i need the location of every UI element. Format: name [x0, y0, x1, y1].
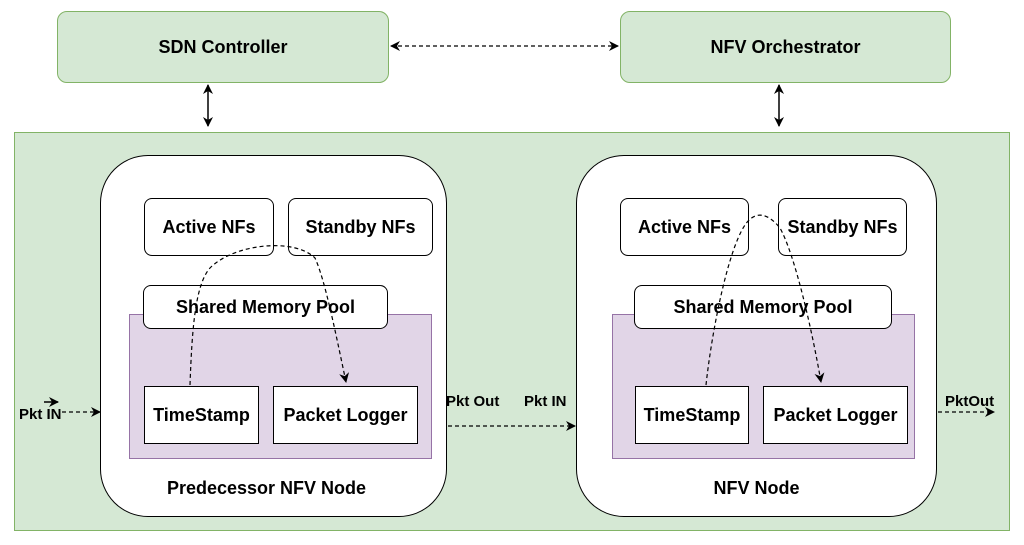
pkt-out-middle-label: Pkt Out	[446, 393, 500, 410]
predecessor-active-nfs-box[interactable]: Active NFs	[144, 198, 274, 256]
pkt-in-left-label: Pkt IN	[19, 406, 62, 423]
nfv-standby-nfs-label: Standby NFs	[787, 216, 898, 237]
nfv-timestamp-label: TimeStamp	[643, 404, 741, 425]
nfv-packet-logger-box[interactable]: Packet Logger	[763, 386, 908, 444]
pkt-out-right-label: PktOut	[945, 393, 995, 410]
nfv-timestamp-box[interactable]: TimeStamp	[635, 386, 749, 444]
predecessor-packet-logger-label: Packet Logger	[283, 404, 408, 425]
nfv-shared-memory-pool-label: Shared Memory Pool	[673, 296, 853, 317]
nfv-active-nfs-label: Active NFs	[637, 216, 732, 237]
sdn-controller-box[interactable]: SDN Controller	[57, 11, 389, 83]
predecessor-timestamp-label: TimeStamp	[153, 404, 250, 425]
nfv-shared-memory-pool[interactable]: Shared Memory Pool	[634, 285, 892, 329]
predecessor-standby-nfs-label: Standby NFs	[305, 216, 416, 237]
nfv-node-title: NFV Node	[713, 478, 800, 498]
predecessor-standby-nfs-box[interactable]: Standby NFs	[288, 198, 433, 256]
nfv-orchestrator-box[interactable]: NFV Orchestrator	[620, 11, 951, 83]
nfv-packet-logger-label: Packet Logger	[773, 404, 898, 425]
pkt-in-middle-label: Pkt IN	[524, 393, 567, 410]
predecessor-active-nfs-label: Active NFs	[162, 216, 256, 237]
predecessor-shared-memory-pool[interactable]: Shared Memory Pool	[143, 285, 388, 329]
predecessor-node-title: Predecessor NFV Node	[166, 478, 367, 498]
predecessor-timestamp-box[interactable]: TimeStamp	[144, 386, 259, 444]
nfv-standby-nfs-box[interactable]: Standby NFs	[778, 198, 907, 256]
predecessor-shared-memory-pool-label: Shared Memory Pool	[175, 296, 356, 317]
nfv-orchestrator-label: NFV Orchestrator	[710, 36, 861, 57]
nfv-active-nfs-box[interactable]: Active NFs	[620, 198, 749, 256]
sdn-controller-label: SDN Controller	[158, 36, 288, 57]
predecessor-packet-logger-box[interactable]: Packet Logger	[273, 386, 418, 444]
